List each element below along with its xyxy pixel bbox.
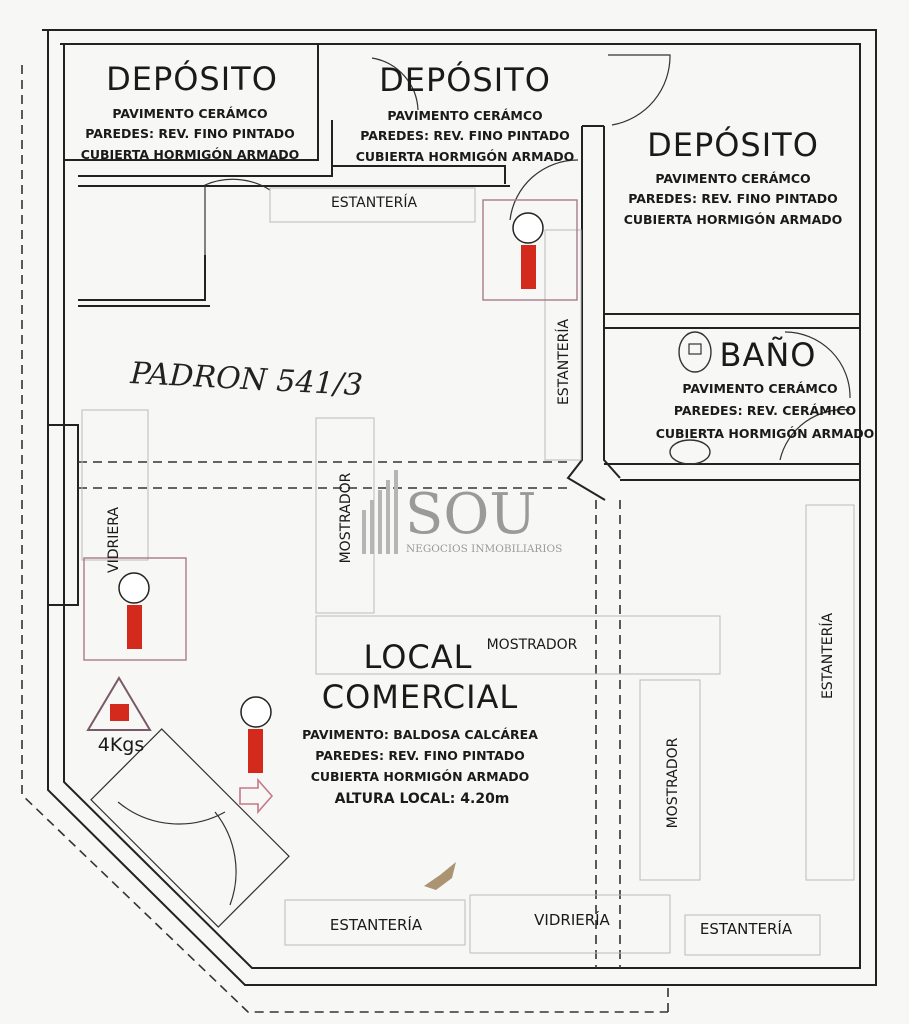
outer-walls [21,29,877,1013]
fire-extinguisher-symbol [127,605,142,649]
warning-triangle-icon [86,676,152,731]
door-swings [90,54,851,928]
room-spec-line: PAVIMENTO: BALDOSA CALCÁREA [302,727,538,742]
fire-hydrant-symbol [240,696,272,728]
room-title: DEPÓSITO [106,59,278,98]
room-title: LOCAL [364,638,473,676]
room-spec-line: PAREDES: REV. CERÁMICO [674,403,856,418]
watermark: SOU NEGOCIOS INMOBILIARIOS [362,470,562,555]
label-vidriera: VIDRIERA [106,507,122,573]
fire-marker-frame [83,557,187,661]
room-bano: BAÑO PAVIMENTO CERÁMCO PAREDES: REV. CER… [656,336,875,441]
room-spec-line: PAVIMENTO CERÁMCO [682,381,837,396]
room-deposito-3: DEPÓSITO PAVIMENTO CERÁMCO PAREDES: REV.… [624,125,843,227]
label-estanteria: ESTANTERÍA [700,919,793,938]
room-spec-line: PAREDES: REV. FINO PINTADO [628,191,838,206]
furniture-outlines [81,187,855,956]
fire-extinguisher-symbol [110,704,129,721]
label-extinguisher-weight: 4Kgs [98,734,145,756]
label-mostrador: MOSTRADOR [487,637,578,653]
room-spec-line: PAREDES: REV. FINO PINTADO [360,128,570,143]
room-spec-line: CUBIERTA HORMIGÓN ARMADO [656,426,875,441]
room-spec-line: CUBIERTA HORMIGÓN ARMADO [311,769,530,784]
label-estanteria: ESTANTERÍA [330,915,423,934]
room-spec-line: PAREDES: REV. FINO PINTADO [85,126,295,141]
room-spec-line: PAVIMENTO CERÁMCO [387,108,542,123]
room-title: DEPÓSITO [647,125,819,164]
room-title: DEPÓSITO [379,60,551,99]
stain-mark [424,862,456,890]
room-local-comercial: LOCAL COMERCIAL PAVIMENTO: BALDOSA CALCÁ… [302,638,538,807]
label-mostrador: MOSTRADOR [665,737,681,828]
room-spec-line: PAVIMENTO CERÁMCO [655,171,810,186]
label-estanteria: ESTANTERÍA [331,194,418,211]
bathroom-fixtures [669,331,712,465]
room-spec-line: CUBIERTA HORMIGÓN ARMADO [624,212,843,227]
label-estanteria: ESTANTERÍA [819,613,836,700]
fire-equipment [83,199,578,815]
watermark-tagline: NEGOCIOS INMOBILIARIOS [406,543,562,555]
room-title: COMERCIAL [322,678,519,716]
label-estanteria: ESTANTERÍA [555,319,572,406]
room-spec-line: ALTURA LOCAL: 4.20m [335,791,510,807]
watermark-brand: SOU [405,482,536,547]
interior-walls [48,44,860,606]
label-mostrador: MOSTRADOR [338,472,354,563]
fire-marker-frame [482,199,578,301]
room-deposito-2: DEPÓSITO PAVIMENTO CERÁMCO PAREDES: REV.… [356,60,575,164]
watermark-logo [362,470,398,554]
room-spec-line: PAREDES: REV. FINO PINTADO [315,748,525,763]
room-title: BAÑO [720,336,817,374]
room-spec-line: PAVIMENTO CERÁMCO [112,106,267,121]
room-spec-line: CUBIERTA HORMIGÓN ARMADO [356,149,575,164]
fixture-labels: ESTANTERÍA ESTANTERÍA ESTANTERÍA ESTANTE… [98,194,836,938]
exit-arrow-icon [239,777,274,815]
fire-hydrant-symbol [118,572,150,604]
toilet-tank [688,343,702,355]
label-vidrieria: VIDRIERÍA [534,910,610,929]
fire-extinguisher-symbol [521,245,536,289]
fire-hydrant-symbol [512,212,544,244]
room-deposito-1: DEPÓSITO PAVIMENTO CERÁMCO PAREDES: REV.… [81,59,300,162]
fire-extinguisher-symbol [248,729,263,773]
room-spec-line: CUBIERTA HORMIGÓN ARMADO [81,147,300,162]
dashed-guides [78,461,621,968]
sink-icon [669,439,711,465]
handwritten-padron: PADRON 541/3 [129,356,364,403]
toilet-icon [678,331,712,373]
